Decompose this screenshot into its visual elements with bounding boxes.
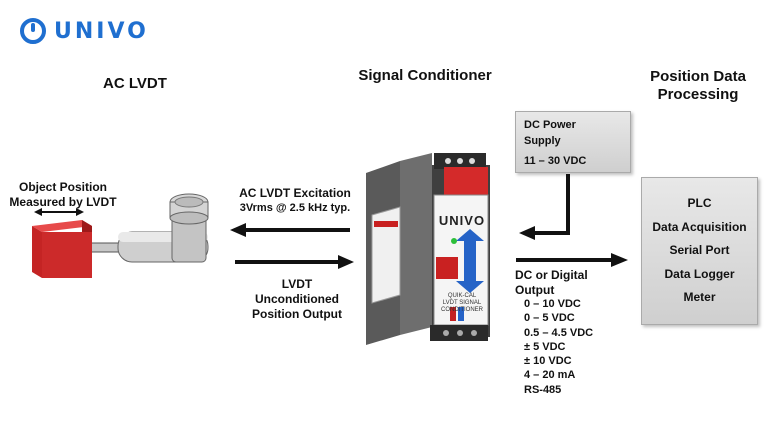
output-title-line1: DC or Digital xyxy=(515,268,588,282)
object-cube xyxy=(32,220,92,278)
unconditioned-label: LVDT Unconditioned Position Output xyxy=(242,277,352,322)
power-led-icon xyxy=(451,238,457,244)
brand-name: UNIVO xyxy=(54,18,149,44)
processing-item: Serial Port xyxy=(669,243,730,257)
processing-item: Meter xyxy=(683,290,716,304)
processing-list: PLC Data Acquisition Serial Port Data Lo… xyxy=(642,192,757,310)
unconditioned-line3: Position Output xyxy=(252,307,342,321)
unconditioned-output-arrow xyxy=(235,255,354,269)
unconditioned-line1: LVDT xyxy=(281,277,313,291)
output-item: 0 – 5 VDC xyxy=(524,312,575,325)
heading-processing-line1: Position Data xyxy=(650,68,746,85)
lvdt-body xyxy=(117,193,209,263)
heading-signal-conditioner: Signal Conditioner xyxy=(358,67,492,84)
processing-item: PLC xyxy=(687,196,712,210)
signal-conditioner-device: UNIVO QUIK-CAL LVDT SIGNAL CONDITIONER xyxy=(360,145,500,355)
excitation-line1: AC LVDT Excitation xyxy=(239,186,351,200)
device-label-line2: CONDITIONER xyxy=(441,307,483,313)
heading-position-data-processing: Position Data Processing xyxy=(628,68,766,104)
power-line2: Supply xyxy=(524,135,561,147)
output-title: DC or Digital Output xyxy=(515,268,595,298)
device-brand: UNIVO xyxy=(438,213,486,228)
power-arrow xyxy=(519,174,570,240)
output-item: ± 5 VDC xyxy=(524,340,566,353)
processing-item: Data Logger xyxy=(664,266,735,281)
device-housing xyxy=(366,153,490,345)
dc-power-supply-box: DC Power Supply 11 – 30 VDC xyxy=(515,111,631,173)
output-item: 4 – 20 mA xyxy=(524,369,576,382)
device-label: QUIK-CAL LVDT SIGNAL CONDITIONER xyxy=(436,293,488,314)
output-item: 0 – 10 VDC xyxy=(524,298,581,310)
power-line1: DC Power xyxy=(524,119,576,131)
double-arrow-icon xyxy=(34,208,84,216)
processing-item: Data Acquisition xyxy=(652,219,747,234)
excitation-label: AC LVDT Excitation 3Vrms @ 2.5 kHz typ. xyxy=(230,186,360,216)
output-item: RS-485 xyxy=(524,383,562,396)
power-voltage: 11 – 30 VDC xyxy=(524,155,587,167)
brand-logo-icon xyxy=(20,18,46,44)
excitation-arrow xyxy=(230,223,350,237)
device-label-line1: LVDT SIGNAL xyxy=(442,300,482,306)
output-list: 0 – 10 VDC 0 – 5 VDC 0.5 – 4.5 VDC ± 5 V… xyxy=(524,297,624,397)
object-position-line2: Measured by LVDT xyxy=(9,195,117,209)
object-position-label: Object Position Measured by LVDT xyxy=(4,180,122,210)
lvdt-sensor-illustration xyxy=(32,193,209,278)
heading-lvdt: AC LVDT xyxy=(103,75,167,92)
output-item: ± 10 VDC xyxy=(524,355,572,368)
device-led-block xyxy=(436,257,458,279)
excitation-line2: 3Vrms @ 2.5 kHz typ. xyxy=(239,202,351,214)
digital-output-arrow xyxy=(516,253,628,267)
heading-processing-line2: Processing xyxy=(657,86,739,103)
unconditioned-line2: Unconditioned xyxy=(255,292,339,306)
output-title-line2: Output xyxy=(515,283,555,297)
object-position-line1: Object Position xyxy=(18,180,107,194)
device-logo-q: Q xyxy=(447,293,453,299)
output-item: 0.5 – 4.5 VDC xyxy=(524,326,594,339)
brand-logo: UNIVO xyxy=(20,18,149,44)
position-data-processing-box: PLC Data Acquisition Serial Port Data Lo… xyxy=(641,177,758,325)
calibration-arrows-icon xyxy=(456,229,484,293)
device-logo-rest: UIK-CAL xyxy=(452,293,477,299)
